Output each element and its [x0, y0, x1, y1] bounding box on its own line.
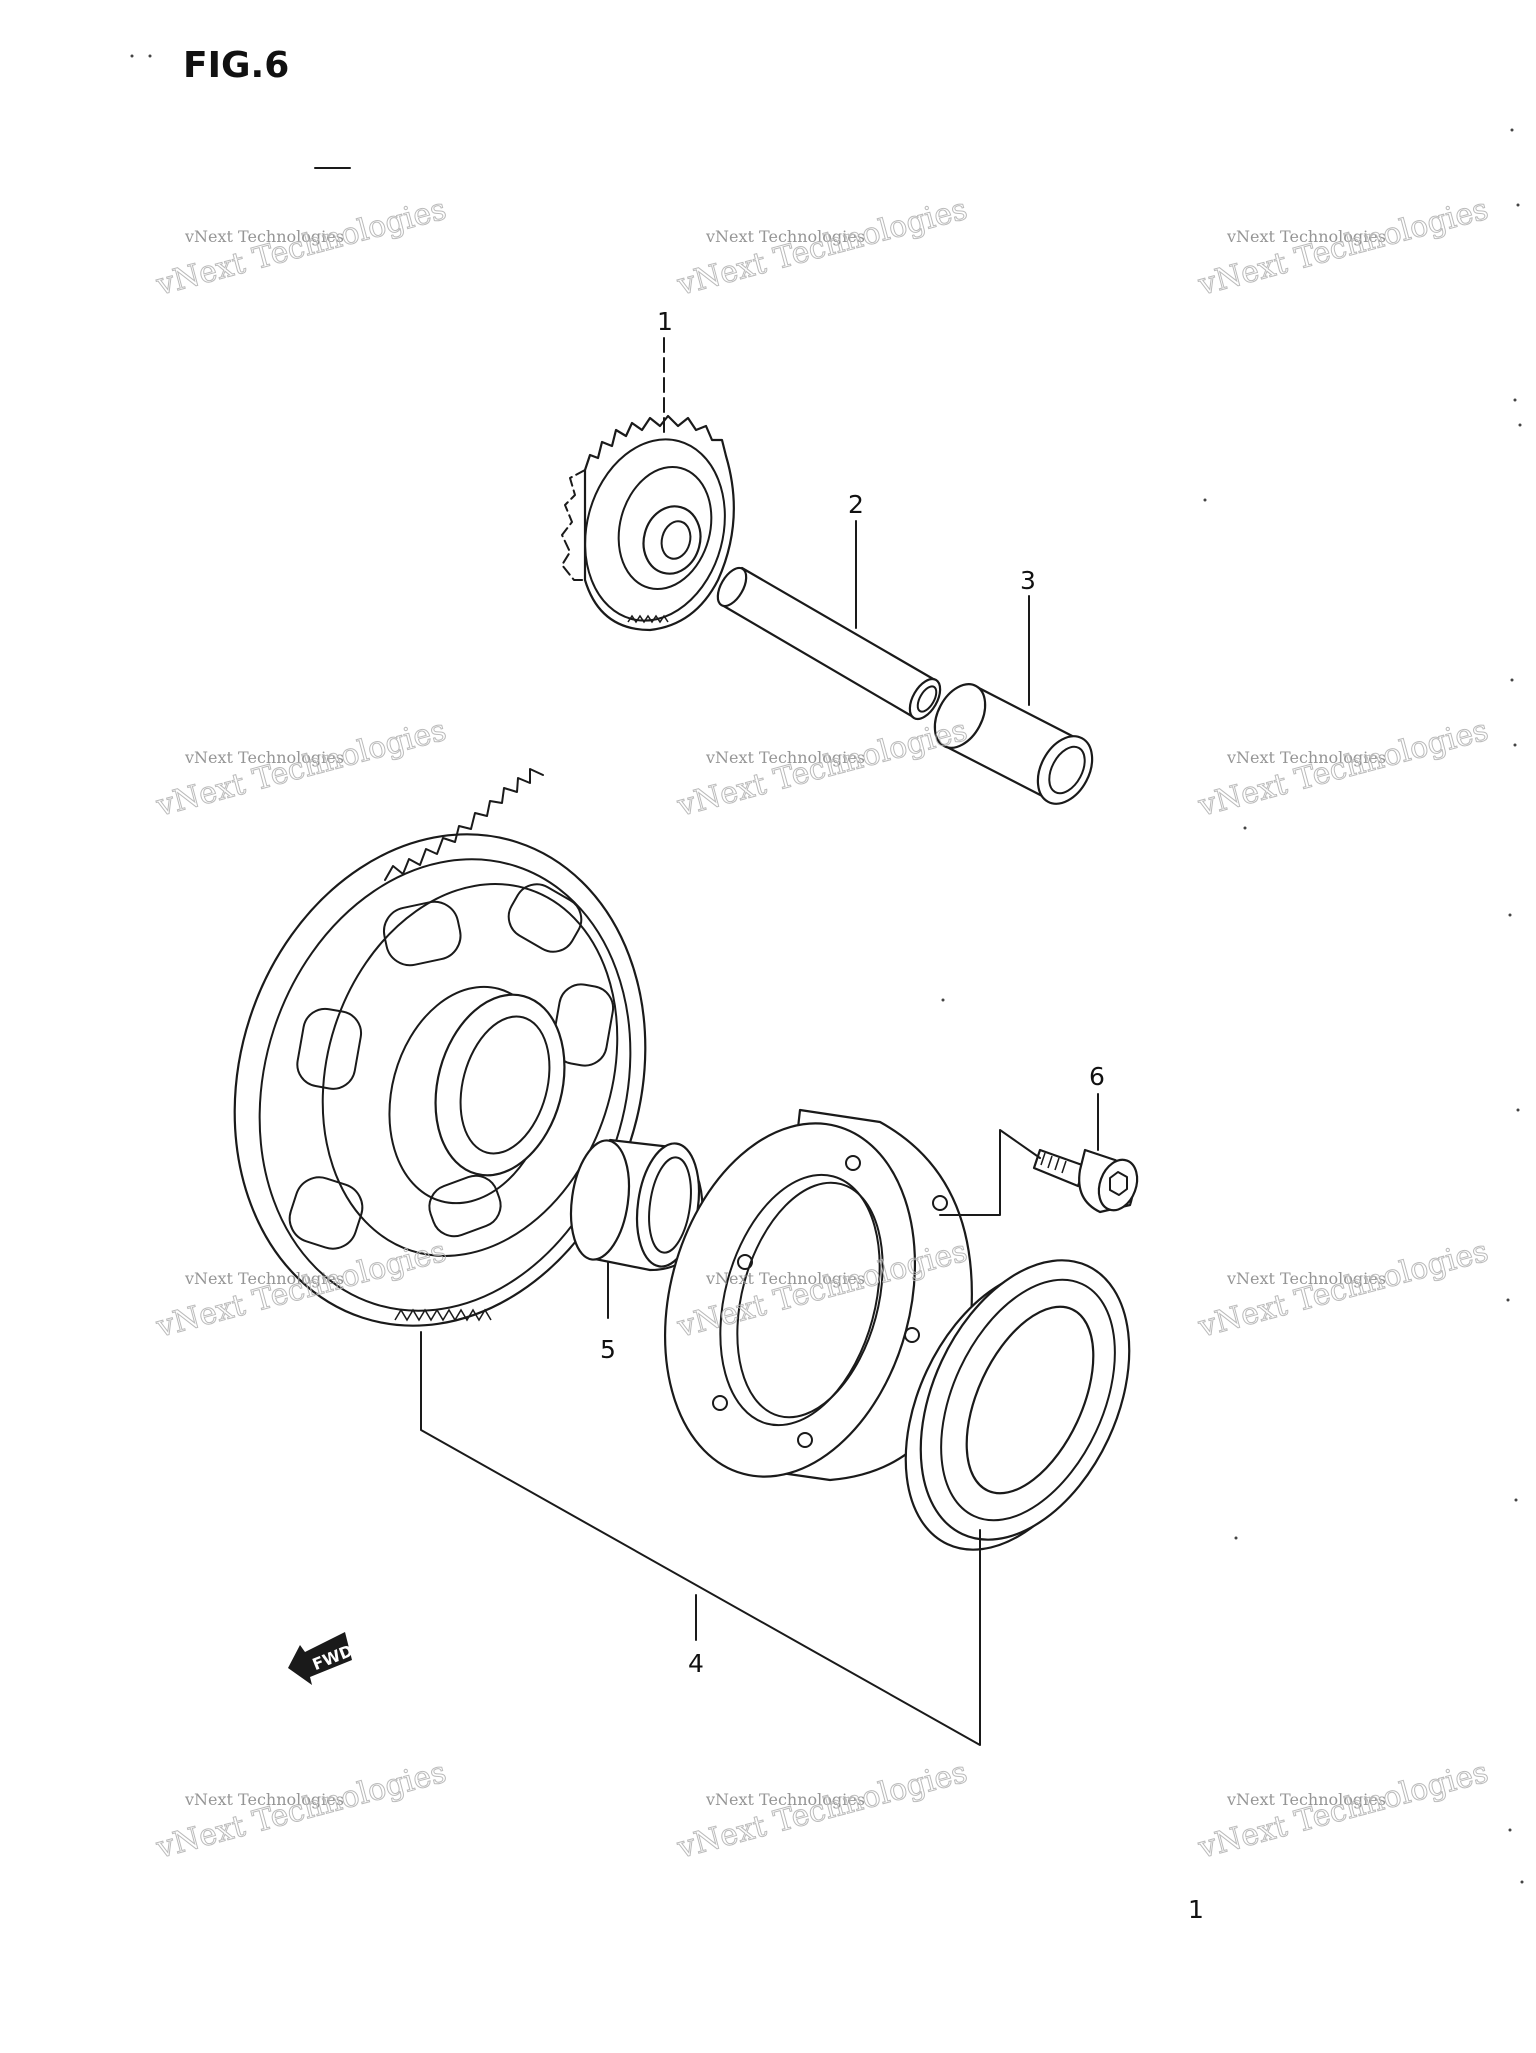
part-1-idle-gear — [561, 414, 735, 632]
svg-text:vNext Technologies: vNext Technologies — [1226, 748, 1386, 767]
svg-text:vNext Technologies: vNext Technologies — [184, 1269, 344, 1288]
svg-text:vNext Technologies: vNext Technologies — [1226, 1269, 1386, 1288]
svg-text:vNext Technologies: vNext Technologies — [705, 748, 865, 767]
part-3-spacer — [933, 683, 1094, 805]
callout-6: 6 — [1089, 1062, 1105, 1091]
svg-text:vNext Technologies: vNext Technologies — [1194, 1755, 1492, 1866]
callout-3: 3 — [1020, 566, 1036, 595]
svg-text:vNext Technologies: vNext Technologies — [1194, 192, 1492, 303]
svg-text:vNext Technologies: vNext Technologies — [673, 713, 971, 824]
svg-text:vNext Technologies: vNext Technologies — [152, 192, 450, 303]
svg-text:vNext Technologies: vNext Technologies — [184, 1790, 344, 1809]
part-2-shaft — [716, 566, 942, 721]
svg-text:vNext Technologies: vNext Technologies — [152, 713, 450, 824]
callout-5: 5 — [600, 1335, 616, 1364]
svg-text:vNext Technologies: vNext Technologies — [184, 748, 344, 767]
svg-text:vNext Technologies: vNext Technologies — [152, 1755, 450, 1866]
callout-1: 1 — [657, 307, 673, 336]
part-4-one-way-clutch — [904, 1259, 1131, 1551]
svg-text:vNext Technologies: vNext Technologies — [705, 1269, 865, 1288]
part-5-needle-bearing — [569, 1138, 704, 1272]
callout-4: 4 — [688, 1649, 704, 1678]
svg-text:vNext Technologies: vNext Technologies — [705, 1790, 865, 1809]
leader-6-to-hole — [939, 1129, 1041, 1216]
svg-text:vNext Technologies: vNext Technologies — [1194, 713, 1492, 824]
svg-text:vNext Technologies: vNext Technologies — [1194, 1234, 1492, 1345]
scan-specks — [130, 54, 1524, 1884]
bracket-4 — [420, 1331, 981, 1746]
svg-text:vNext Technologies: vNext Technologies — [673, 192, 971, 303]
figure-title: FIG.6 — [183, 45, 289, 86]
part-4-starter-gear — [233, 768, 647, 1327]
fwd-arrow-icon: FWD — [288, 1632, 356, 1685]
page-marker: 1 — [1188, 1895, 1204, 1924]
svg-text:vNext Technologies: vNext Technologies — [705, 227, 865, 246]
svg-text:vNext Technologies: vNext Technologies — [673, 1755, 971, 1866]
svg-text:vNext Technologies: vNext Technologies — [1226, 227, 1386, 246]
callout-2: 2 — [848, 490, 864, 519]
svg-text:vNext Technologies: vNext Technologies — [184, 227, 344, 246]
svg-text:vNext Technologies: vNext Technologies — [1226, 1790, 1386, 1809]
part-6-clutch-bolt — [1032, 1148, 1139, 1214]
